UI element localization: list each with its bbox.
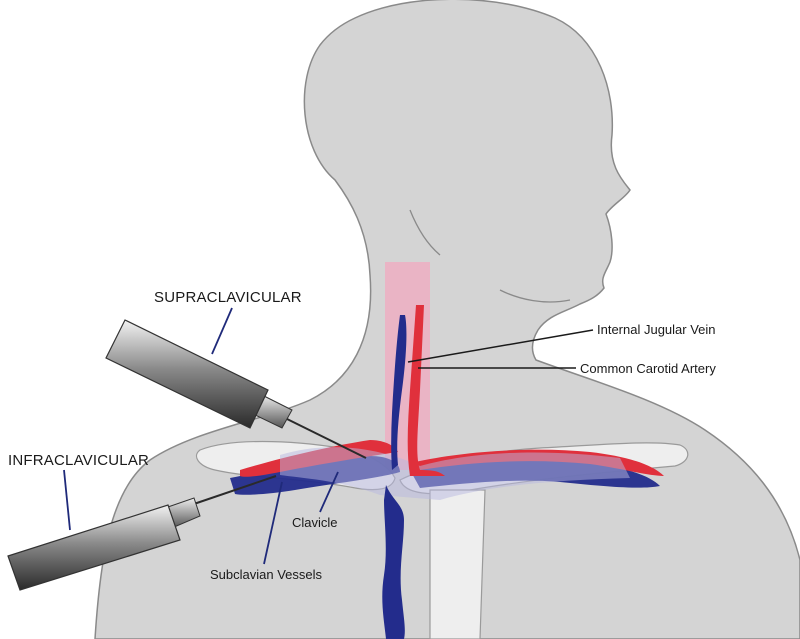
label-clavicle: Clavicle (292, 515, 338, 530)
internal-jugular-vein (391, 315, 407, 470)
ear-line (409, 209, 441, 256)
leader-subclavian-vessels (263, 481, 283, 565)
sternum (429, 489, 486, 639)
leader-internal-jugular-vein (407, 329, 594, 363)
leader-supraclavicular (211, 307, 233, 355)
supraclavicular-needle (105, 319, 367, 459)
leader-infraclavicular (63, 469, 71, 531)
label-infraclavicular: INFRACLAVICULAR (8, 452, 150, 469)
jaw-line (499, 289, 571, 303)
leader-clavicle (319, 471, 339, 513)
common-carotid-artery (407, 305, 445, 476)
clavicle-overlay (280, 447, 630, 500)
infraclavicular-needle (7, 475, 277, 591)
superior-vena-cava (382, 485, 405, 639)
label-common-carotid-artery: Common Carotid Artery (580, 361, 716, 376)
label-subclavian-vessels: Subclavian Vessels (210, 567, 323, 582)
label-internal-jugular-vein: Internal Jugular Vein (597, 322, 716, 337)
label-supraclavicular: SUPRACLAVICULAR (154, 289, 302, 306)
